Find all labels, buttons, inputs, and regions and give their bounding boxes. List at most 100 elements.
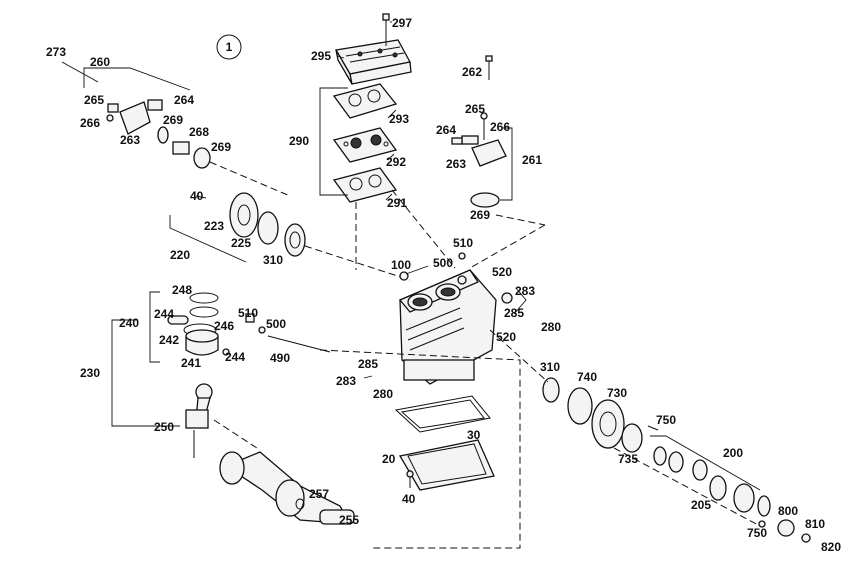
bracket-280-right bbox=[513, 287, 527, 315]
label-225: 225 bbox=[231, 236, 251, 250]
label-241: 241 bbox=[181, 356, 201, 370]
label-269-left-a: 269 bbox=[163, 113, 183, 127]
label-285-left: 285 bbox=[358, 357, 378, 371]
rear-flange-730 bbox=[591, 399, 625, 449]
screw-750-lower bbox=[758, 520, 766, 528]
label-205: 205 bbox=[691, 498, 711, 512]
label-510-top: 510 bbox=[453, 236, 473, 250]
gasket-30 bbox=[394, 395, 491, 433]
label-263-right: 263 bbox=[446, 157, 466, 171]
valve-plate-gasket-lower bbox=[332, 167, 398, 203]
label-292: 292 bbox=[386, 155, 406, 169]
label-244-top: 244 bbox=[154, 307, 174, 321]
bearing-310-rear bbox=[542, 377, 560, 403]
figure-badge: 1 bbox=[226, 40, 233, 54]
bracket-220 bbox=[169, 215, 247, 263]
label-100: 100 bbox=[391, 258, 411, 272]
label-257: 257 bbox=[309, 487, 329, 501]
label-283-left: 283 bbox=[336, 374, 356, 388]
label-263-left: 263 bbox=[120, 133, 140, 147]
leader-lines bbox=[195, 21, 429, 379]
label-810: 810 bbox=[805, 517, 825, 531]
label-273: 273 bbox=[46, 45, 66, 59]
bearing-310-front bbox=[284, 223, 306, 257]
label-820: 820 bbox=[821, 540, 841, 554]
label-295: 295 bbox=[311, 49, 331, 63]
plug-283-right bbox=[501, 292, 513, 304]
label-285-right: 285 bbox=[504, 306, 524, 320]
bracket-230 bbox=[111, 319, 180, 427]
label-30: 30 bbox=[467, 428, 481, 442]
label-490: 490 bbox=[270, 351, 290, 365]
label-269-right: 269 bbox=[470, 208, 490, 222]
valve-plate bbox=[332, 127, 398, 163]
connecting-rod-250 bbox=[185, 383, 213, 458]
label-280-left: 280 bbox=[373, 387, 393, 401]
label-291: 291 bbox=[387, 196, 407, 210]
label-740: 740 bbox=[577, 370, 597, 384]
bottom-plate-20 bbox=[398, 439, 495, 491]
crankcase bbox=[398, 269, 497, 385]
label-266-right: 266 bbox=[490, 120, 510, 134]
label-223: 223 bbox=[204, 219, 224, 233]
safety-valve-490 bbox=[245, 313, 331, 353]
piston-group-240 bbox=[149, 291, 230, 363]
label-297: 297 bbox=[392, 16, 412, 30]
part-labels: 297 295 293 290 292 291 262 265 264 266 … bbox=[46, 16, 841, 554]
housing-outline bbox=[319, 349, 521, 549]
label-310-rear: 310 bbox=[540, 360, 560, 374]
label-264-left: 264 bbox=[174, 93, 194, 107]
label-40-top: 40 bbox=[190, 189, 204, 203]
label-735: 735 bbox=[618, 452, 638, 466]
label-500-left: 500 bbox=[266, 317, 286, 331]
label-750-top: 750 bbox=[656, 413, 676, 427]
label-265-left: 265 bbox=[84, 93, 104, 107]
label-293: 293 bbox=[389, 112, 409, 126]
label-283-right: 283 bbox=[515, 284, 535, 298]
label-310-front: 310 bbox=[263, 253, 283, 267]
label-264-right: 264 bbox=[436, 123, 456, 137]
label-261: 261 bbox=[522, 153, 542, 167]
label-750-bottom: 750 bbox=[747, 526, 767, 540]
label-730: 730 bbox=[607, 386, 627, 400]
label-260: 260 bbox=[90, 55, 110, 69]
valve-plate-gasket-upper bbox=[332, 83, 398, 119]
screw-750 bbox=[647, 425, 659, 431]
label-269-left-b: 269 bbox=[211, 140, 231, 154]
cylinder-head-cover bbox=[334, 13, 412, 85]
label-250: 250 bbox=[154, 420, 174, 434]
washer-810 bbox=[777, 519, 795, 537]
label-220: 220 bbox=[170, 248, 190, 262]
crankshaft-255 bbox=[219, 451, 355, 525]
plug-100 bbox=[399, 271, 409, 281]
figure-badge-circle bbox=[216, 34, 242, 60]
plug-510 bbox=[458, 252, 466, 260]
label-200: 200 bbox=[723, 446, 743, 460]
label-230: 230 bbox=[80, 366, 100, 380]
label-800: 800 bbox=[778, 504, 798, 518]
label-262: 262 bbox=[462, 65, 482, 79]
label-246: 246 bbox=[214, 319, 234, 333]
label-266-left: 266 bbox=[80, 116, 100, 130]
seal-735 bbox=[621, 423, 643, 453]
label-244-bottom: 244 bbox=[225, 350, 245, 364]
label-520-top: 520 bbox=[492, 265, 512, 279]
flange-cover-223 bbox=[229, 192, 259, 238]
nut-820 bbox=[801, 533, 811, 543]
label-520-bottom: 520 bbox=[496, 330, 516, 344]
label-268: 268 bbox=[189, 125, 209, 139]
label-280-right: 280 bbox=[541, 320, 561, 334]
label-20: 20 bbox=[382, 452, 396, 466]
gasket-740 bbox=[567, 387, 593, 425]
unloader-group-260 bbox=[61, 61, 211, 169]
label-248: 248 bbox=[172, 283, 192, 297]
drive-group-200 bbox=[650, 435, 771, 517]
label-265-right: 265 bbox=[465, 102, 485, 116]
label-290: 290 bbox=[289, 134, 309, 148]
label-510-left: 510 bbox=[238, 306, 258, 320]
gasket-225 bbox=[257, 211, 279, 245]
label-255: 255 bbox=[339, 513, 359, 527]
unloader-valve-261 bbox=[451, 55, 513, 208]
